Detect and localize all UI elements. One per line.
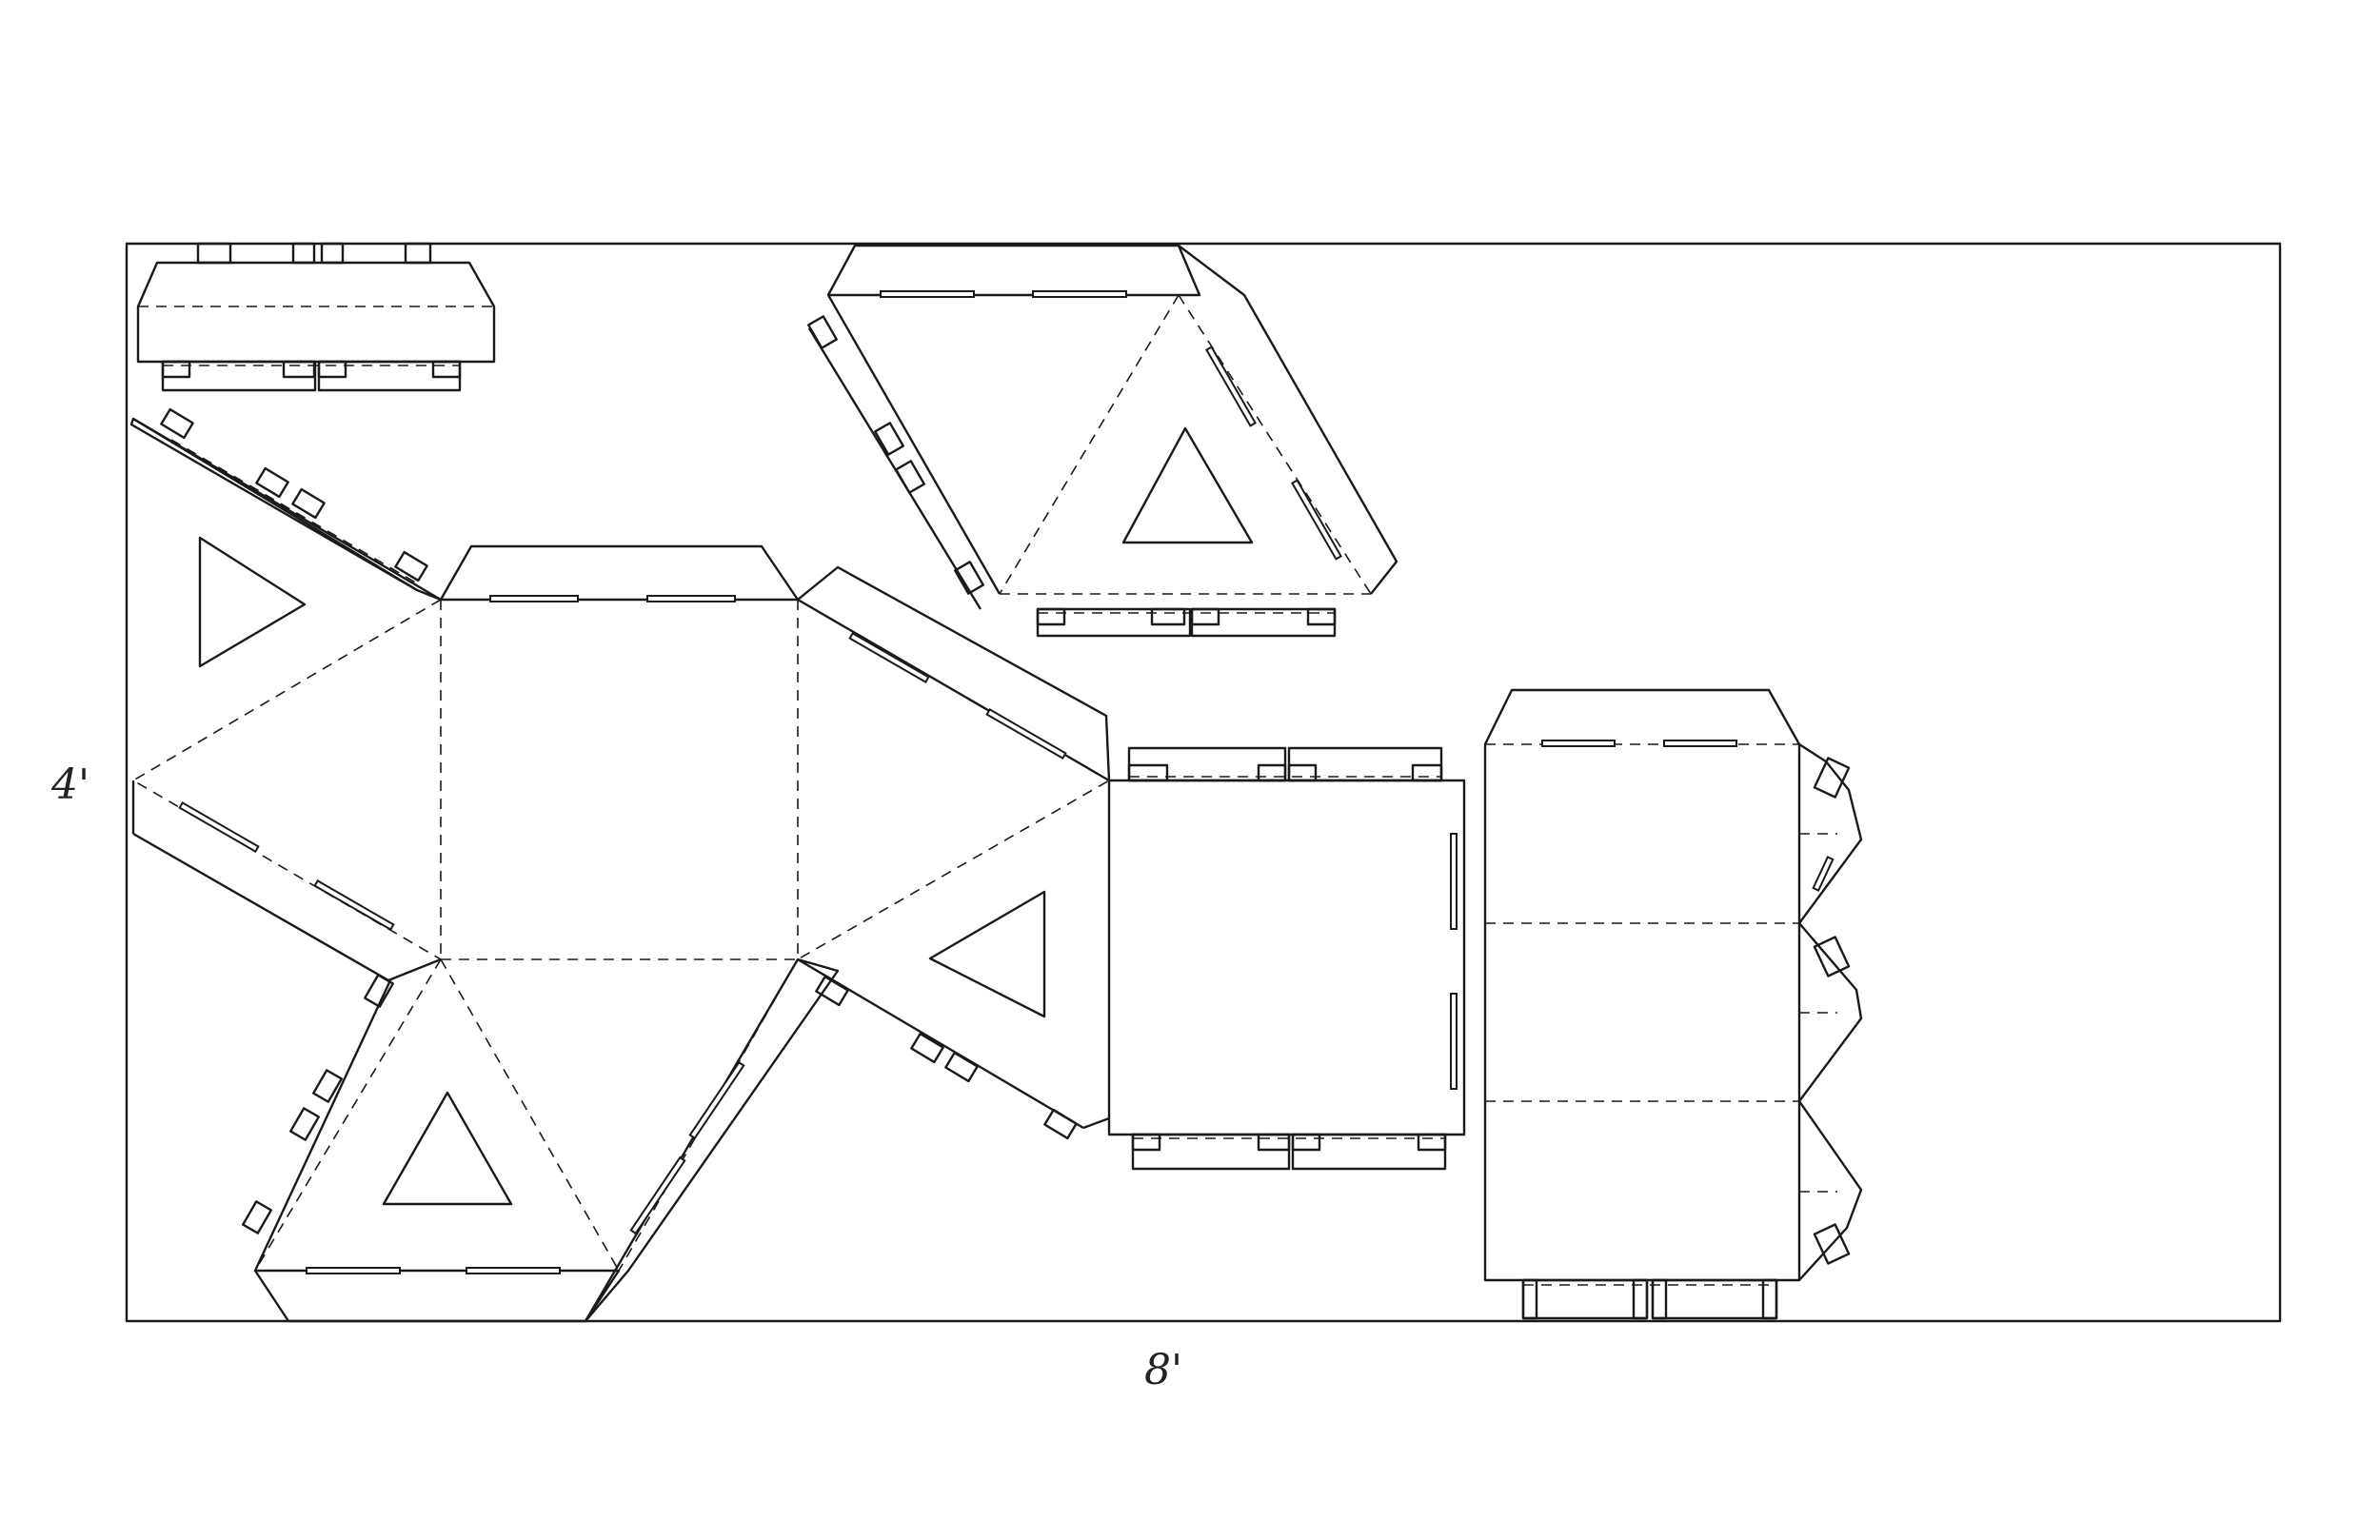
three-square-strip: [1483, 688, 1863, 1320]
square-panel: [1107, 746, 1466, 1171]
octahedron-net: [129, 407, 1111, 1323]
strip-panel-top-left: [136, 242, 496, 392]
triangle-pair-top: [807, 244, 1398, 638]
sheet-border: [125, 242, 2282, 1323]
height-dimension-label: 4': [51, 760, 90, 809]
width-dimension-label: 8': [1144, 1346, 1183, 1394]
